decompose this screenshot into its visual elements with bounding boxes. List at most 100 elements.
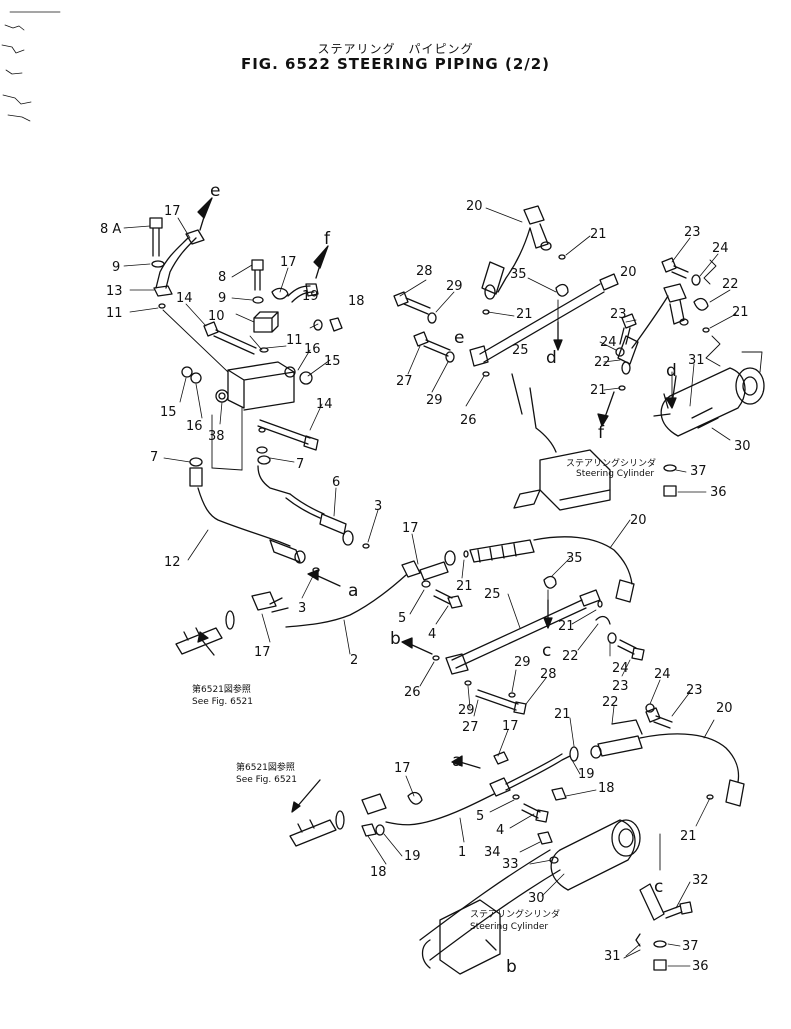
callout: 34 [484, 845, 501, 860]
callout: 9 [112, 260, 120, 275]
callout: 29 [514, 655, 531, 670]
callout: 23 [686, 683, 703, 698]
callout: 26 [460, 413, 477, 428]
callout: 15 [324, 354, 341, 369]
callout: 12 [164, 555, 181, 570]
callout: 3 [374, 499, 382, 514]
upper-right-group [393, 205, 721, 391]
scan-noise [1, 11, 61, 122]
callout-letter: e [210, 181, 220, 201]
callout: 18 [370, 865, 387, 880]
callout: 24 [654, 667, 671, 682]
callout: 25 [484, 587, 501, 602]
callout: 29 [426, 393, 443, 408]
callout-letter: b [390, 629, 401, 649]
callout: 20 [630, 513, 647, 528]
callout: 38 [208, 429, 225, 444]
callout: 9 [218, 291, 226, 306]
callout: 16 [304, 342, 321, 357]
callout: 31 [604, 949, 621, 964]
callout: 37 [682, 939, 699, 954]
cylinder-label-en: Steering Cylinder [576, 469, 654, 479]
callout: 15 [160, 405, 177, 420]
callout-letter: f [598, 423, 605, 443]
callout: 24 [600, 335, 617, 350]
callout: 26 [404, 685, 421, 700]
callout: 27 [462, 720, 479, 735]
callout: 36 [710, 485, 727, 500]
callout: 17 [254, 645, 271, 660]
callout: 17 [280, 255, 297, 270]
callout-letter: e [454, 328, 464, 348]
reference-label-jp-lower: 第6521図参照 [236, 761, 295, 773]
callout: 21 [590, 383, 607, 398]
callout: 17 [402, 521, 419, 536]
cylinder-label-jp-lower: ステアリングシリンダ [470, 908, 560, 920]
callout: 35 [510, 267, 527, 282]
callout: 29 [458, 703, 475, 718]
callout: 22 [594, 355, 611, 370]
callout: 28 [540, 667, 557, 682]
callout: 20 [466, 199, 483, 214]
cylinder-labels: ステアリングシリンダ Steering Cylinder ステアリングシリンダ … [192, 457, 656, 932]
callout: 11 [286, 333, 303, 348]
direction-arrows [197, 197, 677, 959]
callout: 7 [150, 450, 158, 465]
callout-letter: c [542, 641, 551, 661]
callout: 16 [186, 419, 203, 434]
callout: 30 [734, 439, 751, 454]
callout: 24 [612, 661, 629, 676]
callout: 22 [562, 649, 579, 664]
callout-letter: c [654, 877, 663, 897]
leader-lines [123, 207, 737, 967]
callout: 17 [164, 204, 181, 219]
callout: 25 [512, 343, 529, 358]
figure-title: FIG. 6522 STEERING PIPING (2/2) [240, 55, 551, 73]
callout: 19 [578, 767, 595, 782]
cylinder-label-jp: ステアリングシリンダ [566, 457, 656, 469]
callout: 21 [456, 579, 473, 594]
lower-steering-cylinder [419, 819, 693, 975]
callout-letter: a [452, 751, 462, 771]
callout: 20 [716, 701, 733, 716]
callout: 1 [458, 845, 466, 860]
callout: 17 [394, 761, 411, 776]
callout: 35 [566, 551, 583, 566]
callout-letter: b [506, 957, 517, 977]
callout: 11 [106, 306, 123, 321]
callout-letter: a [348, 581, 358, 601]
callout: 28 [416, 264, 433, 279]
callout: 2 [350, 653, 358, 668]
callout: 5 [398, 611, 406, 626]
callout: 23 [612, 679, 629, 694]
callout: 14 [176, 291, 193, 306]
callout-letter: f [324, 229, 331, 249]
callout: 10 [208, 309, 225, 324]
callout: 24 [712, 241, 729, 256]
callout: 22 [602, 695, 619, 710]
callout: 37 [690, 464, 707, 479]
callout: 17 [502, 719, 519, 734]
callout: 30 [528, 891, 545, 906]
cylinder-label-en-lower: Steering Cylinder [470, 922, 548, 932]
callout: 21 [680, 829, 697, 844]
callout: 19 [302, 289, 319, 304]
callout: 29 [446, 279, 463, 294]
callout: 20 [620, 265, 637, 280]
callout: 18 [348, 294, 365, 309]
callout: 21 [590, 227, 607, 242]
callout: 22 [722, 277, 739, 292]
callout: 18 [598, 781, 615, 796]
callout: 4 [496, 823, 504, 838]
callout: 23 [684, 225, 701, 240]
reference-label-en: See Fig. 6521 [192, 697, 253, 707]
part-callouts: 8 A 17 e 9 13 11 8 17 f 9 19 14 10 18 11… [100, 181, 751, 977]
callout: 31 [688, 353, 705, 368]
callout: 23 [610, 307, 627, 322]
callout: 4 [428, 627, 436, 642]
reference-label-en-lower: See Fig. 6521 [236, 775, 297, 785]
callout: 8 A [100, 222, 121, 237]
lower-group [289, 703, 745, 864]
